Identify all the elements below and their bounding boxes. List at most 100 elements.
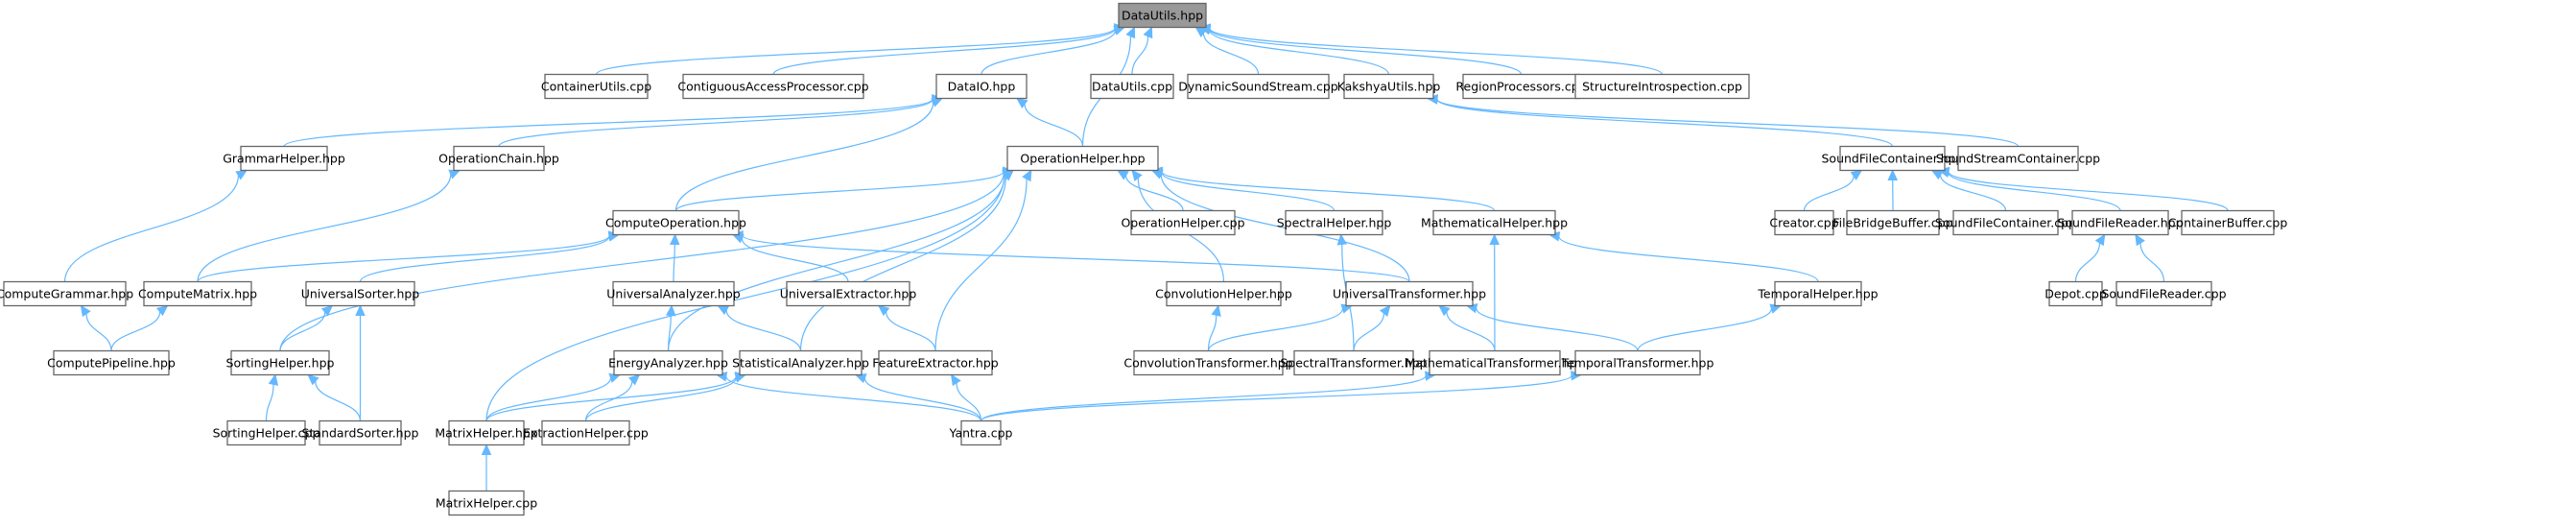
node-operationchain-hpp[interactable]: OperationChain.hpp — [438, 145, 559, 172]
node-box[interactable] — [1774, 280, 1862, 307]
node-box[interactable] — [226, 419, 306, 446]
node-structureintrospection-cpp[interactable]: StructureIntrospection.cpp — [1574, 73, 1750, 100]
node-computematrix-hpp[interactable]: ComputeMatrix.hpp — [138, 280, 257, 307]
node-box[interactable] — [960, 419, 1002, 446]
node-matrixhelper-cpp[interactable]: MatrixHelper.cpp — [436, 490, 537, 516]
node-contiguousaccessprocessor-cpp[interactable]: ContiguousAccessProcessor.cpp — [677, 73, 869, 100]
edge-line — [1637, 308, 1773, 351]
node-universaltransformer-hpp[interactable]: UniversalTransformer.hpp — [1333, 280, 1486, 307]
node-computepipeline-hpp[interactable]: ComputePipeline.hpp — [47, 349, 176, 376]
node-depot-cpp[interactable]: Depot.cpp — [2044, 280, 2107, 307]
node-mathematicaltransformer-hpp[interactable]: MathematicalTransformer.hpp — [1406, 349, 1585, 376]
node-box[interactable] — [1429, 349, 1561, 376]
node-box[interactable] — [739, 349, 863, 376]
node-box[interactable] — [453, 145, 545, 172]
node-box[interactable] — [786, 280, 910, 307]
node-soundfilecontainer-hpp[interactable]: SoundFileContainer.hpp — [1822, 145, 1964, 172]
node-box[interactable] — [1574, 349, 1701, 376]
node-datautils-cpp[interactable]: DataUtils.cpp — [1090, 73, 1174, 100]
node-box[interactable] — [1345, 280, 1474, 307]
node-sortinghelper-cpp[interactable]: SortingHelper.cpp — [213, 419, 320, 446]
node-box[interactable] — [612, 209, 740, 236]
node-label: DataIO.hpp — [948, 80, 1016, 94]
node-box[interactable] — [1006, 145, 1159, 172]
node-yantra-cpp[interactable]: Yantra.cpp — [949, 419, 1013, 446]
node-featureextractor-hpp[interactable]: FeatureExtractor.hpp — [872, 349, 999, 376]
node-regionprocessors-cpp[interactable]: RegionProcessors.cpp — [1455, 73, 1587, 100]
arrowhead-icon — [1131, 169, 1143, 181]
node-soundfilereader-hpp[interactable]: SoundFileReader.hpp — [2057, 209, 2184, 236]
node-box[interactable] — [230, 349, 330, 376]
node-box[interactable] — [1166, 280, 1282, 307]
node-box[interactable] — [1187, 73, 1330, 100]
node-box[interactable] — [1090, 73, 1174, 100]
node-operationhelper-hpp[interactable]: OperationHelper.hpp — [1006, 145, 1159, 172]
node-box[interactable] — [1574, 73, 1750, 100]
node-box[interactable] — [2071, 209, 2169, 236]
node-box[interactable] — [2181, 209, 2275, 236]
node-box[interactable] — [613, 349, 723, 376]
node-box[interactable] — [1432, 209, 1556, 236]
node-box[interactable] — [544, 73, 649, 100]
node-kakshyautils-hpp[interactable]: KakshyaUtils.hpp — [1337, 73, 1441, 100]
edge-line — [667, 315, 672, 351]
node-universalsorter-hpp[interactable]: UniversalSorter.hpp — [301, 280, 420, 307]
node-box[interactable] — [3, 280, 127, 307]
node-box[interactable] — [878, 349, 993, 376]
node-box[interactable] — [1285, 209, 1383, 236]
node-convolutionhelper-hpp[interactable]: ConvolutionHelper.hpp — [1155, 280, 1292, 307]
node-box[interactable] — [53, 349, 170, 376]
node-filebridgebuffer-cpp[interactable]: FileBridgeBuffer.cpp — [1832, 209, 1953, 236]
node-box[interactable] — [1839, 145, 1946, 172]
node-matrixhelper-hpp[interactable]: MatrixHelper.hpp — [435, 419, 538, 446]
node-dynamicsoundstream-cpp[interactable]: DynamicSoundStream.cpp — [1178, 73, 1338, 100]
node-statisticalanalyzer-hpp[interactable]: StatisticalAnalyzer.hpp — [732, 349, 869, 376]
node-computegrammar-hpp[interactable]: ComputeGrammar.hpp — [0, 280, 133, 307]
node-datautils-hpp[interactable]: DataUtils.hpp — [1118, 2, 1207, 29]
node-spectraltransformer-hpp[interactable]: SpectralTransformer.hpp — [1280, 349, 1428, 376]
node-spectralhelper-hpp[interactable]: SpectralHelper.hpp — [1277, 209, 1392, 236]
node-box[interactable] — [240, 145, 328, 172]
node-box[interactable] — [1343, 73, 1434, 100]
node-box[interactable] — [1293, 349, 1414, 376]
node-box[interactable] — [1130, 209, 1236, 236]
node-box[interactable] — [1133, 349, 1284, 376]
node-temporalhelper-hpp[interactable]: TemporalHelper.hpp — [1757, 280, 1879, 307]
node-universalanalyzer-hpp[interactable]: UniversalAnalyzer.hpp — [606, 280, 741, 307]
node-box[interactable] — [1952, 209, 2059, 236]
node-box[interactable] — [682, 73, 864, 100]
node-box[interactable] — [448, 490, 525, 516]
node-box[interactable] — [448, 419, 525, 446]
node-box[interactable] — [541, 419, 630, 446]
node-containerbuffer-cpp[interactable]: ContainerBuffer.cpp — [2168, 209, 2288, 236]
node-box[interactable] — [1846, 209, 1940, 236]
node-box[interactable] — [305, 280, 415, 307]
node-dataio-hpp[interactable]: DataIO.hpp — [935, 73, 1028, 100]
node-standardsorter-hpp[interactable]: StandardSorter.hpp — [302, 419, 419, 446]
node-convolutiontransformer-hpp[interactable]: ConvolutionTransformer.hpp — [1123, 349, 1293, 376]
node-energyanalyzer-hpp[interactable]: EnergyAnalyzer.hpp — [608, 349, 728, 376]
node-box[interactable] — [1957, 145, 2079, 172]
node-extractionhelper-cpp[interactable]: ExtractionHelper.cpp — [523, 419, 649, 446]
node-universalextractor-hpp[interactable]: UniversalExtractor.hpp — [780, 280, 917, 307]
node-computeoperation-hpp[interactable]: ComputeOperation.hpp — [605, 209, 746, 236]
node-box[interactable] — [1774, 209, 1834, 236]
node-grammarhelper-hpp[interactable]: GrammarHelper.hpp — [223, 145, 345, 172]
node-box[interactable] — [2048, 280, 2103, 307]
node-box[interactable] — [319, 419, 402, 446]
node-soundstreamcontainer-cpp[interactable]: SoundStreamContainer.cpp — [1936, 145, 2100, 172]
node-box[interactable] — [935, 73, 1028, 100]
node-operationhelper-cpp[interactable]: OperationHelper.cpp — [1121, 209, 1245, 236]
node-soundfilereader-cpp[interactable]: SoundFileReader.cpp — [2101, 280, 2227, 307]
node-box[interactable] — [1462, 73, 1580, 100]
node-box[interactable] — [2115, 280, 2212, 307]
node-creator-cpp[interactable]: Creator.cpp — [1769, 209, 1839, 236]
node-temporaltransformer-hpp[interactable]: TemporalTransformer.hpp — [1561, 349, 1714, 376]
node-containerutils-cpp[interactable]: ContainerUtils.cpp — [541, 73, 651, 100]
node-box[interactable] — [1118, 2, 1207, 29]
node-mathematicalhelper-hpp[interactable]: MathematicalHelper.hpp — [1421, 209, 1568, 236]
node-box[interactable] — [612, 280, 735, 307]
node-sortinghelper-hpp[interactable]: SortingHelper.hpp — [226, 349, 335, 376]
node-soundfilecontainer-cpp[interactable]: SoundFileContainer.cpp — [1935, 209, 2076, 236]
node-box[interactable] — [143, 280, 252, 307]
